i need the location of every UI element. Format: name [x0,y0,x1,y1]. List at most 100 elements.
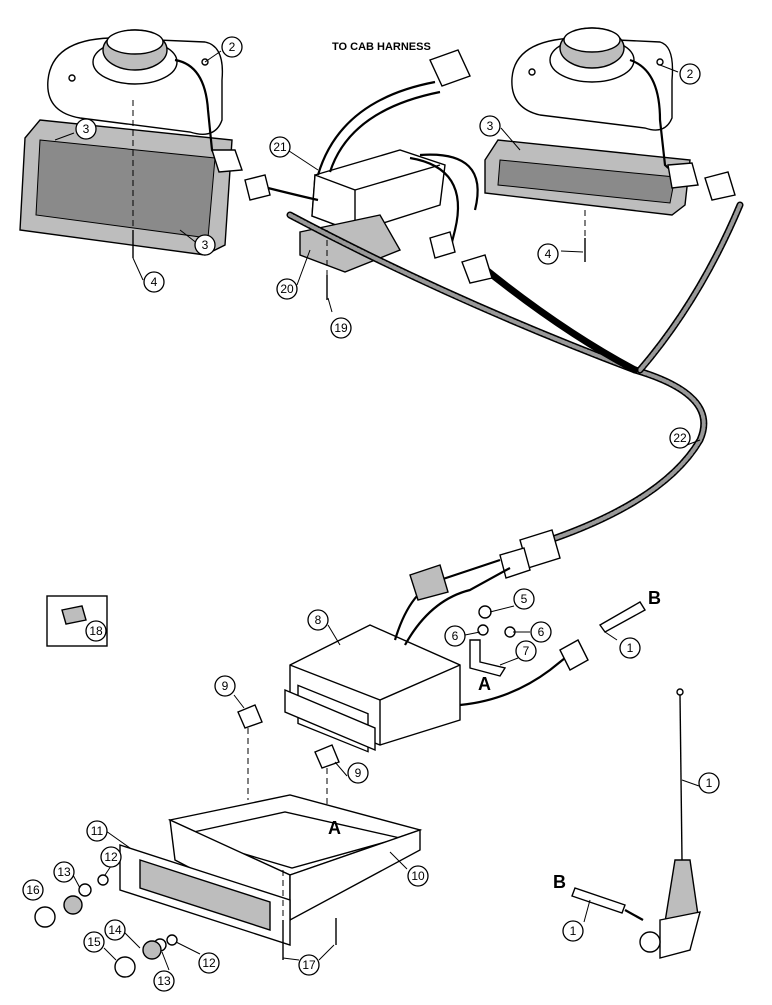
amplifier [311,149,446,241]
callout-number: 4 [151,275,158,289]
callout-c18: 18 [85,620,107,642]
callout-circle [214,675,236,697]
knob-14b [142,940,162,960]
callout-c12b: 12 [198,952,220,974]
knob-right [314,744,340,769]
callout-circle [619,637,641,659]
callout-number: 4 [545,247,552,261]
callout-c3c: 3 [479,115,501,137]
callout-number: 3 [83,122,90,136]
callout-circle [153,970,175,992]
amplifier-lead-connector [244,174,271,201]
antenna-cable-plug [571,887,626,914]
callout-circle [269,136,291,158]
callout-c21: 21 [269,136,291,158]
callout-c22: 22 [669,427,691,449]
nut-13a [78,883,92,897]
callout-number: 13 [157,974,171,988]
ref-letter-a-mid: A [478,674,491,694]
harness-connector-mid [461,254,493,284]
callout-c13b: 13 [153,970,175,992]
callout-circle [75,118,97,140]
speaker-right-grille [484,139,691,216]
callout-number: 22 [673,431,687,445]
callout-circle [276,278,298,300]
cab-harness-label: TO CAB HARNESS [332,41,431,53]
callout-circle [698,772,720,794]
callout-circle [298,954,320,976]
callout-c3b: 3 [194,234,216,256]
nut [478,605,492,619]
speaker-right [511,27,674,131]
callout-c9a: 9 [214,675,236,697]
knob-left [237,704,263,729]
knob-14a [63,895,83,915]
callout-circle [530,621,552,643]
callout-circle [679,63,701,85]
speaker-left-grille [19,119,233,256]
callout-circle [221,36,243,58]
antenna-lead-plug [559,639,589,671]
callout-circle [513,588,535,610]
callout-number: 2 [229,40,236,54]
callout-c20: 20 [276,278,298,300]
callout-number: 11 [91,824,104,838]
antenna-cable [624,909,644,921]
speaker-right-connector [667,162,699,189]
callout-number: 15 [87,935,101,949]
callout-number: 13 [57,865,71,879]
callout-c13a: 13 [53,861,75,883]
ref-letter-a-tray: A [328,818,341,838]
callout-circle [479,115,501,137]
cab-harness-wires [316,80,441,176]
callout-number: 2 [687,67,694,81]
callout-c12a: 12 [100,846,122,868]
callout-number: 9 [355,766,362,780]
callout-circle [53,861,75,883]
callout-c1c: 1 [562,920,584,942]
callout-c9b: 9 [347,762,369,784]
callout-c16: 16 [22,879,44,901]
callout-number: 9 [222,679,229,693]
callout-c10: 10 [407,865,429,887]
radio-wire-plug [409,564,449,601]
washer-12a [97,874,109,886]
callout-c7: 7 [515,640,537,662]
callout-circle [407,865,429,887]
callout-number: 3 [202,238,209,252]
callout-number: 7 [523,644,530,658]
callout-number: 18 [89,624,103,638]
callout-c2b: 2 [679,63,701,85]
speaker-left [47,29,224,135]
callout-circle [194,234,216,256]
callout-circle [85,620,107,642]
callout-circle [22,879,44,901]
callout-number: 1 [627,641,634,655]
callout-c19: 19 [330,317,352,339]
callout-number: 12 [104,850,118,864]
callout-number: 21 [273,140,287,154]
main-harness [286,201,744,544]
callout-c6a: 6 [444,625,466,647]
callout-number: 8 [315,613,322,627]
callout-circle [515,640,537,662]
callout-number: 12 [202,956,216,970]
washer-12b [166,934,178,946]
callout-circle [307,609,329,631]
washer-a [477,624,489,636]
radio-faceplate [284,688,376,752]
mounting-bracket [469,639,507,677]
antenna [639,688,701,959]
callout-circle [562,920,584,942]
callout-circle [83,931,105,953]
callout-c1b: 1 [698,772,720,794]
callout-number: 1 [570,924,577,938]
callout-number: 14 [108,923,122,937]
callout-c5: 5 [513,588,535,610]
callout-circle [669,427,691,449]
callout-number: 17 [302,958,316,972]
knob-16 [34,906,56,928]
antenna-lead [459,649,576,707]
speaker-left-connector [211,149,243,173]
